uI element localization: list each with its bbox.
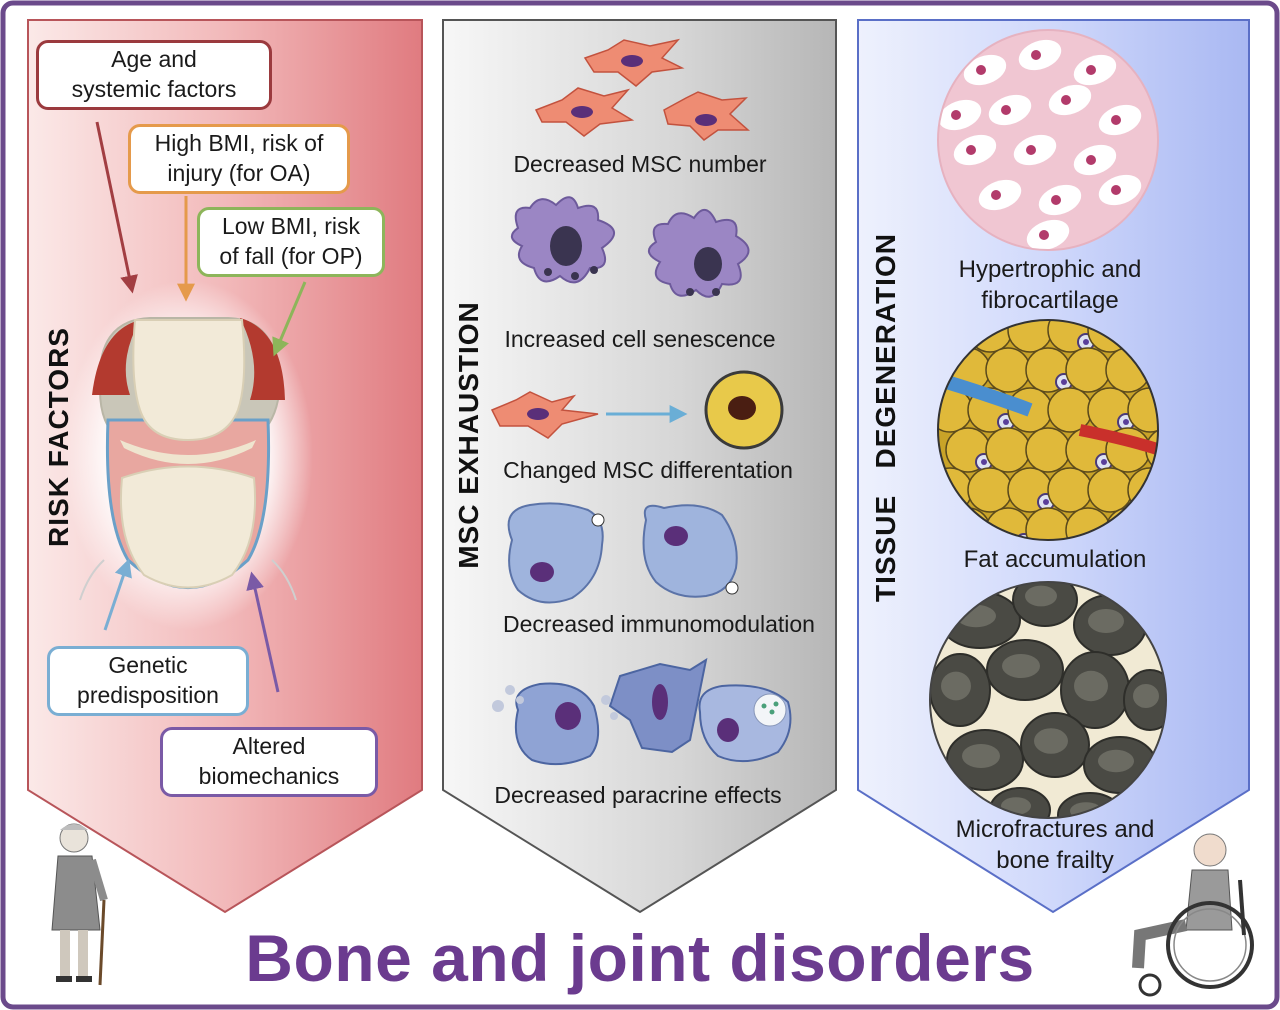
- risk-low-bmi-label: Low BMI, risk of fall (for OP): [219, 213, 363, 269]
- risk-high-bmi-label: High BMI, risk of injury (for OA): [154, 130, 324, 186]
- elderly-woman-with-cane-icon: [51, 823, 108, 986]
- tissue-label-hypertrophic: Hypertrophic and fibrocartilage: [958, 256, 1142, 315]
- hypertrophic-cartilage-image: [937, 29, 1159, 251]
- arrow-low-bmi: [272, 281, 307, 357]
- arrow-genetic: [103, 558, 132, 631]
- paracrine-cells: [492, 657, 792, 766]
- risk-factors-title: RISK FACTORS: [43, 327, 74, 547]
- differentiation-cells: [490, 370, 784, 450]
- tissue-label-bone: Microfractures and bone frailty: [955, 816, 1155, 875]
- risk-low-bmi-box: Low BMI, risk of fall (for OP): [197, 207, 385, 277]
- risk-genetic-box: Genetic predisposition: [47, 646, 249, 716]
- bone-microfracture-image: [929, 581, 1167, 819]
- senescent-cells: [511, 196, 750, 298]
- risk-genetic-label: Genetic predisposition: [77, 652, 219, 708]
- main-title: Bone and joint disorders: [245, 921, 1035, 995]
- joint-illustration: [63, 280, 313, 630]
- msc-label-number: Decreased MSC number: [513, 151, 767, 177]
- msc-label-senescence: Increased cell senescence: [504, 326, 776, 352]
- risk-biomechanics-label: Altered biomechanics: [198, 733, 340, 789]
- risk-high-bmi-box: High BMI, risk of injury (for OA): [128, 124, 350, 194]
- tissue-degeneration-title: TISSUE DEGENERATION: [870, 233, 901, 602]
- risk-age-label: Age and systemic factors: [71, 46, 237, 102]
- arrow-biomechanics: [246, 571, 280, 693]
- msc-label-differentiation: Changed MSC differentation: [503, 457, 793, 483]
- immunomodulation-cells: [507, 502, 739, 604]
- msc-label-paracrine: Decreased paracrine effects: [494, 782, 782, 808]
- tissue-label-fat: Fat accumulation: [963, 546, 1147, 573]
- risk-biomechanics-box: Altered biomechanics: [160, 727, 378, 797]
- msc-number-cells: [534, 38, 750, 141]
- man-in-wheelchair-icon: [1132, 833, 1254, 997]
- risk-age-box: Age and systemic factors: [36, 40, 272, 110]
- msc-label-immunomodulation: Decreased immunomodulation: [503, 611, 815, 637]
- arrow-age: [95, 121, 138, 294]
